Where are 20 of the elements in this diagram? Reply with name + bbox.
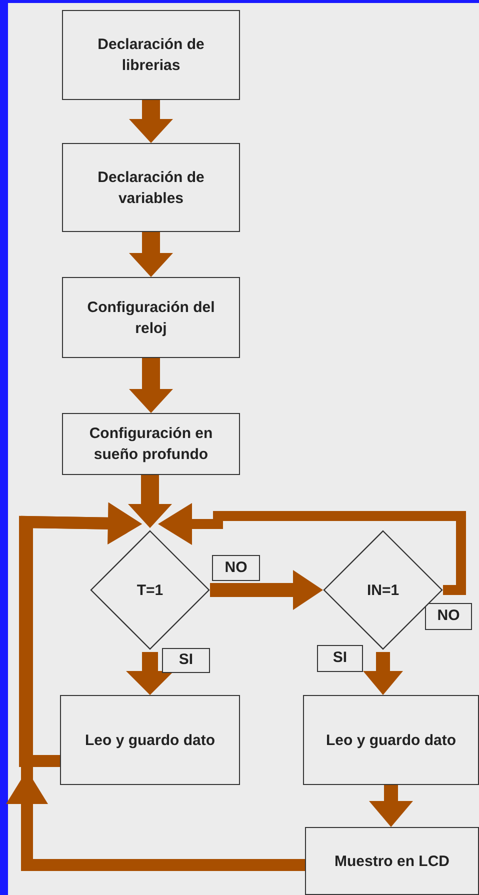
process-box (62, 10, 240, 100)
process-box (305, 827, 479, 895)
node-text: Muestro en LCD (333, 852, 450, 872)
node-text: Leo y guardo dato (84, 730, 216, 750)
node-text: Declaración de variables (96, 168, 206, 208)
node-text: Configuración en sueño profundo (88, 424, 214, 465)
edge-label: NO (425, 603, 472, 630)
process-box (303, 695, 479, 785)
node-text: Leo y guardo dato (324, 730, 457, 750)
node-text: IN=1 (366, 580, 400, 600)
decision-diamond (90, 530, 210, 650)
process-box (62, 277, 240, 358)
node-text: T=1 (136, 580, 164, 600)
node-text: Configuración del reloj (86, 298, 216, 338)
node-text: Declaración de librerias (96, 35, 206, 76)
edge-label: SI (162, 648, 210, 673)
process-box (60, 695, 240, 785)
process-box (62, 413, 240, 475)
edge-label: NO (212, 555, 260, 581)
process-box (62, 143, 240, 232)
